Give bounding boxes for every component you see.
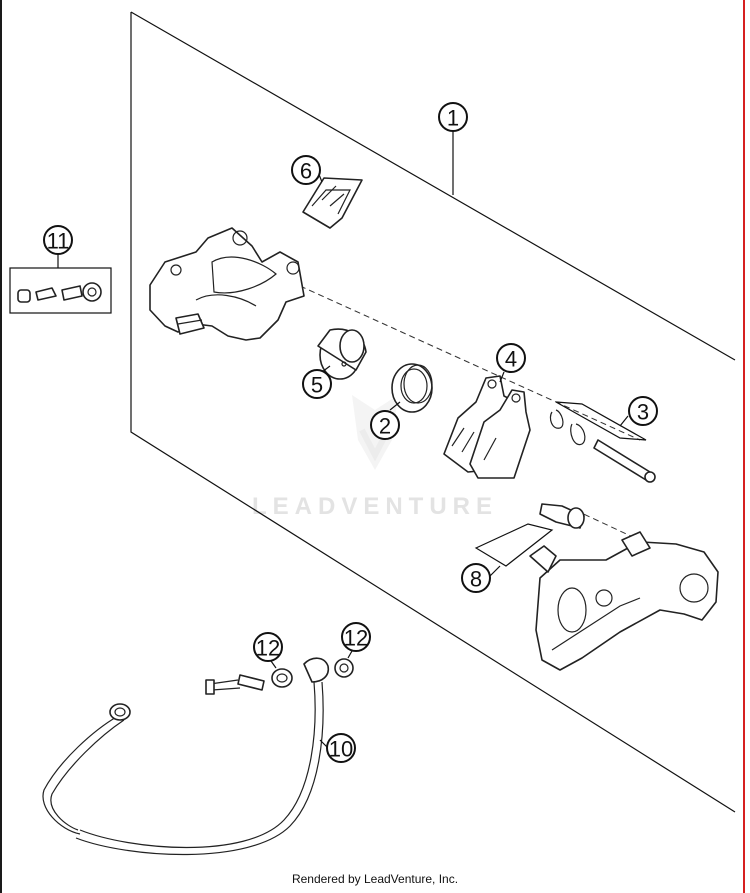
assembly-outline xyxy=(130,11,736,813)
leader-line-4 xyxy=(499,371,505,383)
seal-ring-part xyxy=(391,363,433,413)
bleed-valve-kit-part xyxy=(9,267,112,314)
leader-line-12a xyxy=(270,660,277,669)
svg-text:11: 11 xyxy=(47,229,70,254)
pad-pin-and-clips-part xyxy=(549,401,656,483)
svg-text:5: 5 xyxy=(311,373,323,398)
callout-8: 8 xyxy=(461,563,491,593)
leader-line-2 xyxy=(389,401,401,411)
leader-line-8 xyxy=(489,565,501,577)
callout-4: 4 xyxy=(496,343,526,373)
svg-text:1: 1 xyxy=(447,106,459,131)
right-border xyxy=(743,0,745,893)
svg-text:2: 2 xyxy=(379,414,391,439)
footer-credit: Rendered by LeadVenture, Inc. xyxy=(291,872,459,886)
watermark-text: LEADVENTURE xyxy=(252,493,498,520)
callout-3: 3 xyxy=(628,396,658,426)
callout-10: 10 xyxy=(326,733,356,763)
leader-line-12b xyxy=(347,650,353,659)
svg-text:4: 4 xyxy=(505,347,517,372)
svg-text:8: 8 xyxy=(470,567,482,592)
pad-spring-part xyxy=(302,177,363,229)
callout-2: 2 xyxy=(370,410,400,440)
piston-part xyxy=(317,328,367,380)
callout-5: 5 xyxy=(302,369,332,399)
svg-text:6: 6 xyxy=(300,159,312,184)
callout-11: 11 xyxy=(43,225,73,255)
svg-text:3: 3 xyxy=(637,400,649,425)
callout-1: 1 xyxy=(438,102,468,132)
svg-text:12: 12 xyxy=(256,636,280,661)
callout-6: 6 xyxy=(291,155,321,185)
bolt-axis-line xyxy=(574,509,651,546)
callout-12-left: 12 xyxy=(253,632,283,662)
caliper-bracket-part xyxy=(474,503,719,671)
left-border xyxy=(0,0,2,893)
callout-12-right: 12 xyxy=(341,622,371,652)
svg-text:12: 12 xyxy=(344,626,368,651)
brake-pads-part xyxy=(443,375,531,479)
brake-line-part xyxy=(42,657,354,856)
caliper-body-part xyxy=(149,227,305,341)
leader-line-3 xyxy=(619,415,629,427)
assembly-axis-line xyxy=(299,285,641,441)
svg-text:10: 10 xyxy=(329,737,353,762)
